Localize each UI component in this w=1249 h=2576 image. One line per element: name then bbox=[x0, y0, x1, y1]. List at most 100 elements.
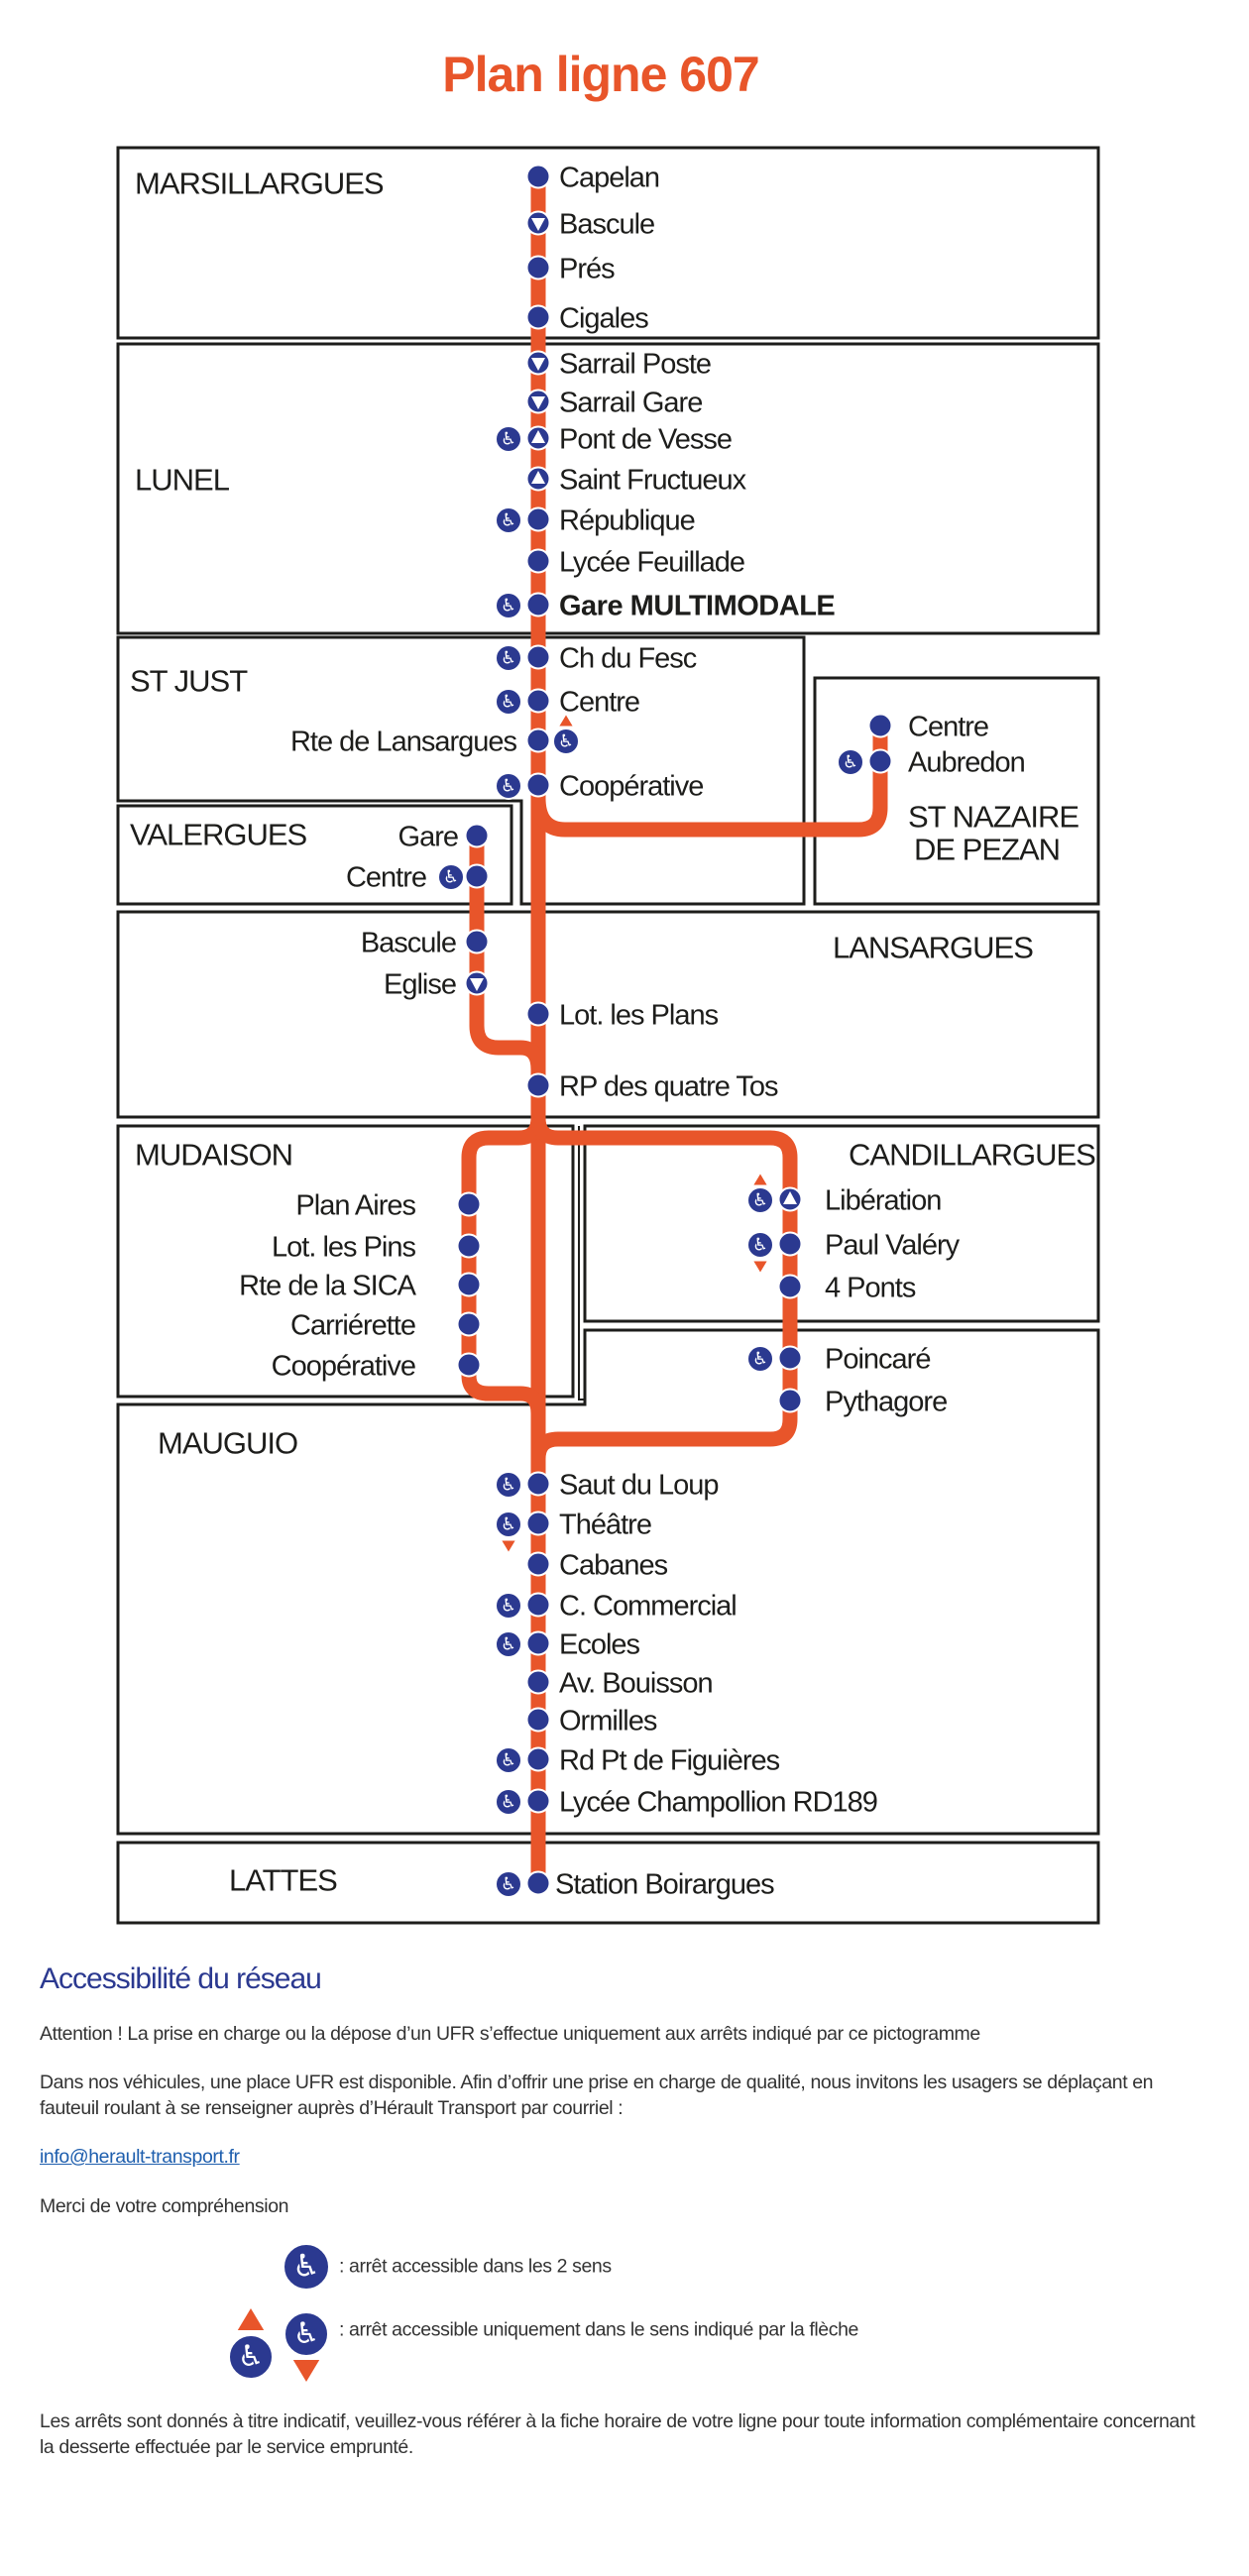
wheelchair-badge bbox=[495, 1592, 522, 1620]
attention-text: Attention ! La prise en charge ou la dép… bbox=[40, 2023, 980, 2045]
wheelchair-badge bbox=[495, 1746, 522, 1774]
wheelchair-glyph: ♿ bbox=[501, 596, 516, 616]
commune-box bbox=[116, 635, 806, 906]
stop-marker bbox=[777, 1345, 803, 1371]
wheelchair-icon: ♿ bbox=[437, 863, 465, 891]
wheelchair-glyph: ♿ bbox=[501, 1634, 516, 1654]
stop-dot bbox=[456, 1191, 482, 1217]
stop-label: Av. Bouisson bbox=[559, 1667, 714, 1700]
stop-marker bbox=[464, 929, 490, 954]
email-link[interactable]: info@herault-transport.fr bbox=[40, 2146, 240, 2168]
one-way-up-icon bbox=[783, 1191, 797, 1204]
wheelchair-badge bbox=[495, 1511, 522, 1538]
commune-label-line: ST NAZAIRE bbox=[908, 799, 1079, 835]
commune-label: VALERGUES bbox=[130, 817, 307, 852]
legend-wheelchair-down-icon: ♿ bbox=[284, 2311, 329, 2357]
wheelchair-icon: ♿ bbox=[495, 1746, 522, 1774]
direction-down-arrow-icon bbox=[502, 1540, 515, 1552]
wheelchair-glyph: ♿ bbox=[292, 2249, 320, 2285]
wheelchair-glyph: ♿ bbox=[558, 731, 574, 751]
stop-label: Coopérative bbox=[559, 770, 704, 803]
wheelchair-badge bbox=[495, 772, 522, 800]
stop-marker bbox=[525, 772, 551, 798]
commune-box bbox=[116, 804, 513, 906]
wheelchair-badge bbox=[495, 506, 522, 534]
stop-marker bbox=[456, 1191, 482, 1217]
stop-label: Capelan bbox=[559, 162, 660, 194]
stop-marker bbox=[464, 823, 490, 848]
stop-label: Rd Pt de Figuières bbox=[559, 1744, 780, 1777]
stop-label: Centre bbox=[908, 711, 989, 743]
stop-label: Paul Valéry bbox=[825, 1229, 960, 1262]
legend-up-arrow-icon bbox=[237, 2308, 265, 2330]
stop-dot bbox=[464, 823, 490, 848]
commune-label: MAUGUIO bbox=[158, 1425, 298, 1461]
wheelchair-icon: ♿ bbox=[495, 644, 522, 672]
stop-label: Sarrail Poste bbox=[559, 348, 712, 381]
stop-marker bbox=[525, 1592, 551, 1618]
wheelchair-glyph: ♿ bbox=[501, 1792, 516, 1812]
stop-label: 4 Ponts bbox=[825, 1272, 916, 1304]
stop-label: Saut du Loup bbox=[559, 1469, 720, 1502]
stop-marker bbox=[777, 1231, 803, 1257]
commune-label: LUNEL bbox=[135, 462, 230, 498]
stop-dot bbox=[525, 1072, 551, 1098]
stop-marker bbox=[525, 548, 551, 574]
wheelchair-icon: ♿ bbox=[552, 728, 580, 755]
stop-label: Ch du Fesc bbox=[559, 642, 697, 675]
stop-marker bbox=[525, 1471, 551, 1497]
wheelchair-icon: ♿ bbox=[495, 506, 522, 534]
stop-dot bbox=[464, 929, 490, 954]
wheelchair-badge bbox=[552, 728, 580, 755]
wheelchair-badge bbox=[495, 688, 522, 716]
wheelchair-glyph: ♿ bbox=[501, 1475, 516, 1495]
wheelchair-icon: ♿ bbox=[495, 1788, 522, 1816]
direction-up-arrow-icon bbox=[753, 1174, 767, 1185]
one-way-up-icon bbox=[531, 430, 545, 443]
stop-marker bbox=[525, 1511, 551, 1536]
stop-marker bbox=[525, 1746, 551, 1772]
commune-box bbox=[583, 1124, 1100, 1323]
stop-marker bbox=[525, 1072, 551, 1098]
stop-label: Cabanes bbox=[559, 1549, 668, 1582]
stop-label: Pythagore bbox=[825, 1386, 948, 1418]
wheelchair-badge bbox=[495, 1788, 522, 1816]
stop-dot bbox=[867, 748, 893, 774]
stop-marker bbox=[456, 1311, 482, 1337]
one-way-down-icon bbox=[531, 358, 545, 371]
stop-marker bbox=[525, 304, 551, 330]
stop-marker bbox=[525, 1707, 551, 1733]
wheelchair-icon: ♿ bbox=[746, 1186, 774, 1214]
wheelchair-badge bbox=[228, 2334, 274, 2380]
stop-marker bbox=[525, 728, 551, 753]
one-way-down-icon bbox=[531, 218, 545, 231]
wheelchair-glyph: ♿ bbox=[501, 510, 516, 530]
wheelchair-glyph: ♿ bbox=[501, 1596, 516, 1616]
wheelchair-badge bbox=[284, 2311, 329, 2357]
stop-dot bbox=[777, 1345, 803, 1371]
commune-box bbox=[116, 1841, 1100, 1925]
wheelchair-glyph: ♿ bbox=[501, 1874, 516, 1894]
stop-marker bbox=[525, 1669, 551, 1695]
wheelchair-glyph: ♿ bbox=[238, 2339, 265, 2374]
stop-dot bbox=[525, 506, 551, 532]
wheelchair-badge bbox=[283, 2243, 330, 2291]
stop-dot bbox=[525, 1870, 551, 1896]
commune-box bbox=[116, 1124, 575, 1399]
stop-label: Lot. les Plans bbox=[559, 999, 719, 1032]
wheelchair-glyph: ♿ bbox=[443, 867, 459, 887]
stop-label: Rte de Lansargues bbox=[289, 726, 517, 758]
commune-box bbox=[116, 910, 1100, 1119]
stop-dot bbox=[525, 164, 551, 189]
stop-dot bbox=[525, 644, 551, 670]
stop-label: Ecoles bbox=[559, 1628, 640, 1661]
stop-marker bbox=[777, 1388, 803, 1413]
info-text: Dans nos véhicules, une place UFR est di… bbox=[40, 2072, 1154, 2119]
commune-box bbox=[116, 146, 1100, 340]
one-way-up-icon bbox=[531, 471, 545, 484]
stop-label: Carriérette bbox=[290, 1309, 416, 1342]
stop-label: Gare MULTIMODALE bbox=[559, 590, 836, 622]
direction-down-arrow-icon bbox=[753, 1261, 767, 1273]
stop-label: Rte de la SICA bbox=[239, 1270, 416, 1302]
